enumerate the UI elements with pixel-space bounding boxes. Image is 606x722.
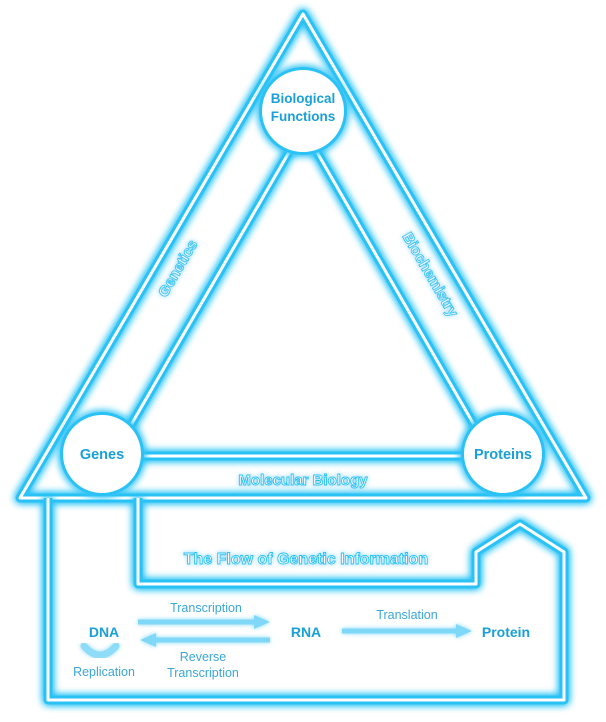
node-label-line1: Biological — [271, 91, 336, 106]
flow-title: The Flow of Genetic Information — [184, 551, 428, 568]
translation-label: Translation — [376, 608, 437, 622]
translation-arrow — [342, 624, 472, 638]
transcription-label: Transcription — [170, 601, 242, 615]
edge-label-genetics: Genetics — [155, 237, 202, 300]
edge-label-molecular-biology: Molecular Biology — [238, 472, 368, 489]
reverse-transcription-label-line2: Transcription — [167, 666, 239, 680]
node-label: Genes — [80, 447, 124, 463]
node-proteins: Proteins — [461, 412, 545, 496]
node-label-line2: Functions — [271, 109, 336, 124]
replication-label: Replication — [73, 665, 135, 679]
replication-arrow — [80, 642, 120, 659]
dna-label: DNA — [89, 624, 119, 640]
reverse-transcription-arrow — [140, 633, 270, 647]
node-biological-functions: Biological Functions — [259, 67, 347, 155]
transcription-arrow — [138, 615, 270, 629]
node-genes: Genes — [60, 412, 144, 496]
protein-label: Protein — [482, 624, 530, 640]
rna-label: RNA — [291, 624, 321, 640]
node-label: Proteins — [474, 447, 532, 463]
reverse-transcription-label-line1: Reverse — [180, 650, 227, 664]
